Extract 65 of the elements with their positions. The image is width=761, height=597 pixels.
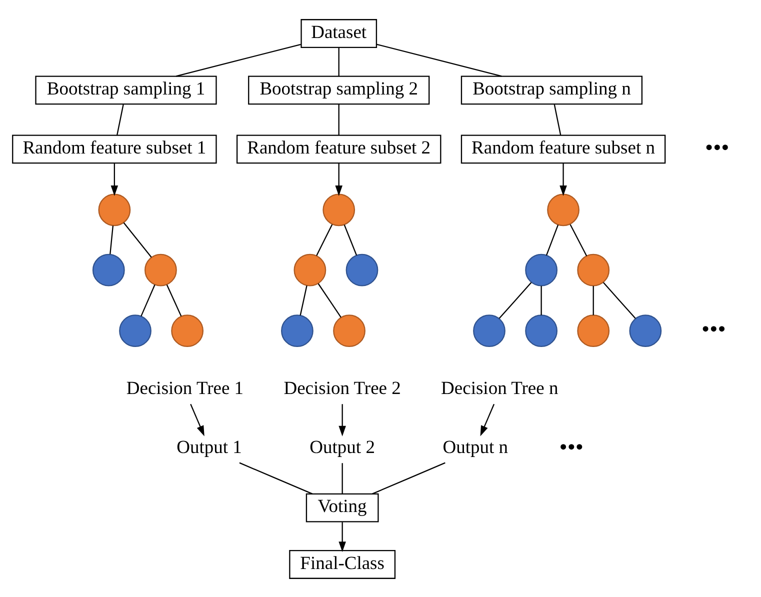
connector bbox=[540, 285, 542, 315]
node-circle bbox=[322, 193, 356, 226]
connector bbox=[239, 462, 312, 494]
node-box: Bootstrap sampling n bbox=[460, 75, 643, 104]
node-circle bbox=[629, 314, 662, 346]
connector bbox=[376, 43, 502, 76]
node-circle bbox=[577, 314, 610, 346]
node-text: Output 1 bbox=[176, 438, 242, 458]
node-box: Random feature subset 1 bbox=[12, 134, 217, 164]
node-circle bbox=[294, 253, 326, 286]
node-box: Random feature subset 2 bbox=[236, 134, 442, 164]
node-circle bbox=[346, 253, 378, 286]
node-box: Dataset bbox=[300, 18, 378, 48]
connector bbox=[342, 462, 343, 494]
connector bbox=[338, 47, 340, 76]
label: ••• bbox=[702, 316, 726, 342]
node-text: Decision Tree 2 bbox=[284, 378, 401, 399]
node-box: Random feature subset n bbox=[460, 134, 666, 164]
node-circle bbox=[525, 314, 558, 346]
label: ••• bbox=[704, 134, 730, 160]
node-circle bbox=[473, 314, 506, 346]
node-text: Output n bbox=[442, 438, 508, 458]
node-circle bbox=[98, 193, 131, 226]
node-circle bbox=[171, 314, 204, 346]
node-circle bbox=[281, 314, 314, 346]
node-circle bbox=[92, 253, 125, 286]
label: ••• bbox=[559, 434, 584, 460]
node-box: Final-Class bbox=[289, 550, 396, 578]
connector bbox=[592, 285, 594, 315]
connector bbox=[602, 282, 636, 318]
node-circle bbox=[577, 253, 610, 286]
arrow bbox=[560, 162, 567, 196]
node-circle bbox=[333, 314, 366, 346]
connector bbox=[166, 284, 182, 316]
connector bbox=[176, 43, 301, 76]
node-box: Bootstrap sampling 1 bbox=[35, 75, 217, 104]
connector bbox=[140, 284, 156, 316]
connector bbox=[546, 224, 559, 256]
node-text: Output 2 bbox=[310, 438, 375, 458]
arrow bbox=[480, 403, 495, 436]
node-circle bbox=[525, 253, 558, 286]
connector bbox=[498, 282, 532, 318]
connector bbox=[318, 282, 342, 318]
connector bbox=[372, 462, 446, 494]
node-circle bbox=[547, 193, 580, 226]
arrow bbox=[190, 403, 204, 436]
node-box: Voting bbox=[306, 492, 379, 522]
connector bbox=[300, 285, 308, 315]
connector bbox=[570, 224, 588, 256]
node-circle bbox=[119, 314, 152, 346]
node-text: Decision Tree n bbox=[441, 378, 558, 399]
connector bbox=[338, 104, 340, 134]
connector bbox=[116, 104, 124, 135]
arrow bbox=[338, 522, 346, 552]
node-circle bbox=[144, 253, 177, 286]
node-text: Decision Tree 1 bbox=[126, 378, 244, 399]
arrow bbox=[110, 162, 118, 196]
node-box: Bootstrap sampling 2 bbox=[248, 75, 430, 104]
arrow bbox=[335, 162, 342, 196]
connector bbox=[554, 104, 562, 135]
connector bbox=[110, 225, 114, 254]
connector bbox=[123, 222, 152, 258]
connector bbox=[316, 224, 333, 256]
arrow bbox=[338, 404, 346, 436]
connector bbox=[344, 224, 358, 256]
